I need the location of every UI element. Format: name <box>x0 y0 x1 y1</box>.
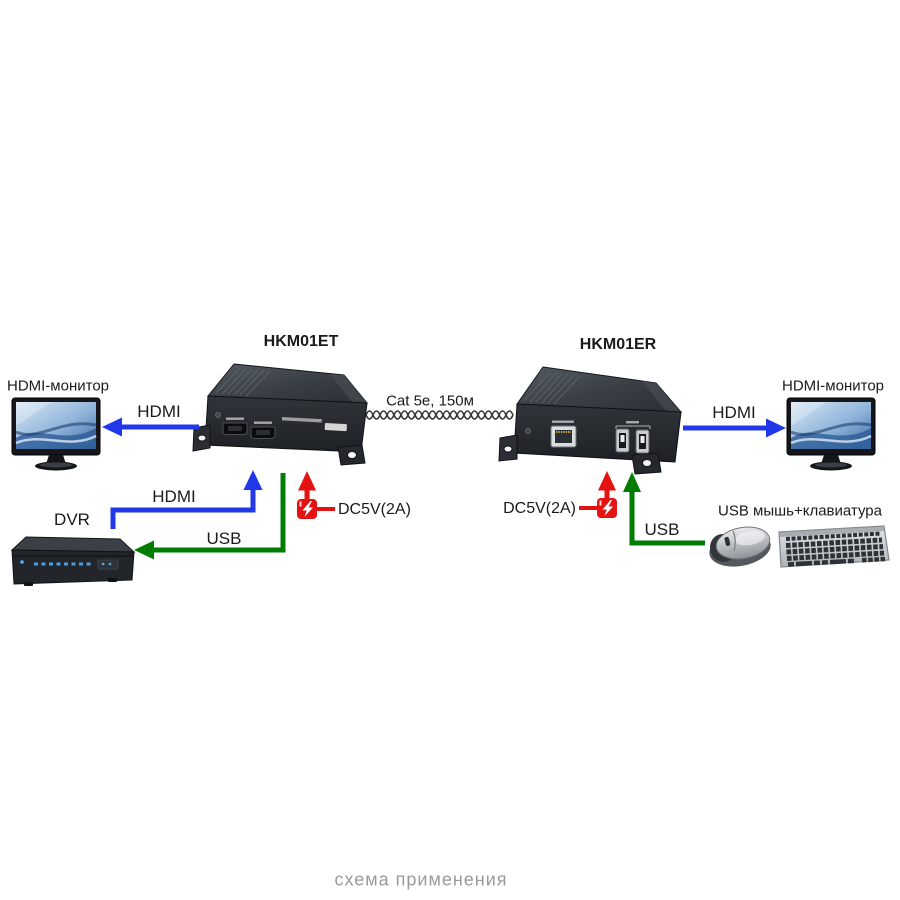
dvr-label: DVR <box>54 510 90 529</box>
dvr-power-led <box>20 560 24 564</box>
key-row-spacebar <box>787 558 857 567</box>
usb-mouse <box>709 526 771 567</box>
monitor-left <box>10 396 102 472</box>
power-label-rx: DC5V(2A) <box>503 500 576 517</box>
hdmi-port-inner <box>228 426 242 431</box>
rj45-port-inner <box>555 430 572 443</box>
vent-lines <box>215 367 271 397</box>
power-plug-icon <box>297 499 317 519</box>
flange-hole <box>347 451 357 459</box>
key-row <box>786 544 884 555</box>
monitor-left-label: HDMI-монитор <box>6 377 110 395</box>
usb-keyboard <box>778 525 890 568</box>
dvr-device <box>10 536 136 586</box>
usb-bracket-label <box>615 425 651 429</box>
usb-port-tongue <box>640 436 645 443</box>
transmitter-device <box>192 363 369 466</box>
screw <box>525 427 532 434</box>
hdmi-arrow-tx-to-monitor <box>102 417 199 437</box>
vent-lines <box>523 371 581 405</box>
mouse-wheel <box>724 536 731 546</box>
flange-hole <box>197 434 207 442</box>
port-label-text <box>226 417 244 420</box>
cable-label: Cat 5e, 150м <box>386 392 474 410</box>
screw <box>214 411 221 418</box>
hdmi-label-rx-monitor: HDMI <box>712 403 756 422</box>
cat5e-cable <box>365 410 514 420</box>
receiver-title: HKM01ER <box>579 336 657 353</box>
receiver-device <box>498 366 683 475</box>
hdmi-label-tx-monitor: HDMI <box>137 402 181 421</box>
key-row <box>785 531 882 541</box>
badge <box>324 423 347 432</box>
usb-port-tongue <box>620 435 625 442</box>
dvr-buttons <box>97 559 119 570</box>
usb-label-tx-dvr: USB <box>206 529 242 548</box>
dvr-foot <box>24 582 33 586</box>
lightning-icon <box>602 500 613 516</box>
peripherals-label: USB мышь+клавиатура <box>718 502 882 520</box>
lightning-icon <box>302 501 313 517</box>
usb-arrow-tx-to-dvr <box>134 473 286 560</box>
dvr-foot <box>108 578 117 582</box>
power-label-tx: DC5V(2A) <box>338 501 411 518</box>
transmitter-title: HKM01ET <box>263 333 339 350</box>
key-row <box>786 550 885 561</box>
usb-arrow-periph-to-rx <box>623 472 705 546</box>
hdmi-arrow-rx-to-monitor <box>683 418 786 438</box>
power-arrow-tx <box>297 471 335 519</box>
usb-label-periph-rx: USB <box>644 520 680 539</box>
port-label-text <box>552 420 574 423</box>
key-row <box>785 537 883 548</box>
monitor-right <box>785 396 877 472</box>
hdmi-label-dvr-tx: HDMI <box>152 487 196 506</box>
hdmi-arrow-dvr-to-tx <box>110 470 263 529</box>
flange-hole <box>503 445 513 453</box>
hdmi-port-inner <box>256 430 270 435</box>
flange-hole <box>642 459 652 467</box>
port-label-text <box>254 421 272 424</box>
monitor-right-label: HDMI-монитор <box>781 377 885 395</box>
diagram-caption: схема применения <box>334 869 508 890</box>
key-row <box>861 556 886 563</box>
power-arrow-rx <box>579 471 617 518</box>
product-name-text <box>281 416 322 423</box>
power-plug-icon <box>597 498 617 518</box>
port-label-text <box>626 421 639 424</box>
